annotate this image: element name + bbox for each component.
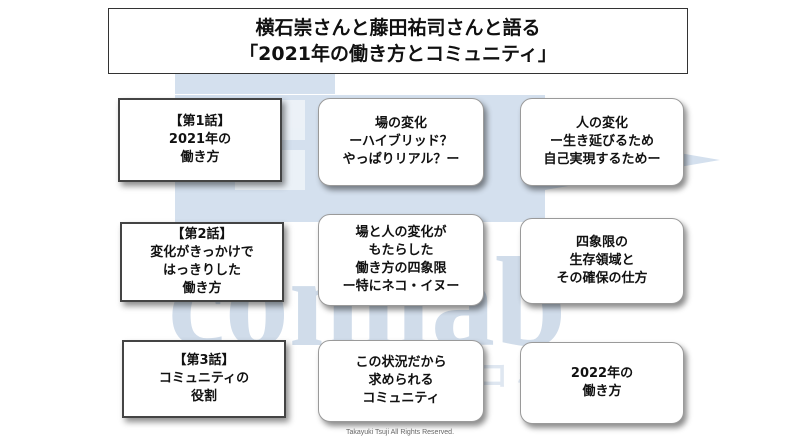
card-line: 生存領域と — [569, 253, 635, 268]
quadrant-detail-card: 四象限の 生存領域と その確保の仕方 — [520, 218, 684, 304]
card-line: 【第1話】 — [169, 114, 231, 129]
card-line: 働き方の四象限 — [355, 261, 447, 276]
card-line: やっぱりリアル？ー — [342, 152, 460, 167]
card-line: ー特にネコ・イヌー — [342, 279, 460, 294]
place-change-card: 場の変化 ーハイブリッド？ やっぱりリアル？ー — [318, 98, 484, 186]
card-line: 場の変化 — [374, 116, 427, 131]
episode-2-card: 【第2話】 変化がきっかけで はっきりした 働き方 — [120, 222, 284, 302]
card-line: 自己実現するためー — [543, 152, 661, 167]
card-line: 働き方 — [180, 150, 220, 165]
card-line: 働き方 — [182, 281, 222, 296]
card-line: はっきりした — [162, 263, 241, 278]
copyright-footer: Takayuki Tsuji All Rights Reserved. — [345, 429, 455, 436]
card-line: この状況だから — [355, 355, 447, 370]
episode-1-card: 【第1話】 2021年の 働き方 — [118, 98, 282, 182]
people-change-card: 人の変化 ー生き延びるため 自己実現するためー — [520, 98, 684, 186]
card-line: 【第2話】 — [171, 227, 233, 242]
title-line-2: 「2021年の働き方とコミュニティ」 — [239, 43, 557, 65]
card-line: ーハイブリッド？ — [349, 134, 453, 149]
card-line: 人の変化 — [575, 116, 628, 131]
card-line: 求められる — [368, 373, 434, 388]
card-line: 役割 — [190, 389, 217, 404]
card-line: 2021年の — [168, 132, 232, 147]
quadrant-card: 場と人の変化が もたらした 働き方の四象限 ー特にネコ・イヌー — [318, 214, 484, 306]
card-line: 働き方 — [582, 384, 622, 399]
episode-3-card: 【第3話】 コミュニティの 役割 — [122, 340, 286, 418]
community-card: この状況だから 求められる コミュニティ — [318, 340, 484, 422]
card-line: コミュニティの — [158, 371, 250, 386]
title-line-1: 横石崇さんと藤田祐司さんと語る — [255, 17, 541, 39]
card-line: もたらした — [368, 243, 434, 258]
card-line: 2022年の — [570, 366, 634, 381]
card-line: コミュニティ — [362, 391, 440, 406]
work-2022-card: 2022年の 働き方 — [520, 342, 684, 424]
card-line: 【第3話】 — [173, 353, 235, 368]
card-line: ー生き延びるため — [549, 134, 654, 149]
card-line: 変化がきっかけで — [150, 245, 254, 260]
card-line: 場と人の変化が — [355, 225, 447, 240]
card-line: その確保の仕方 — [556, 271, 648, 286]
card-line: 四象限の — [575, 235, 628, 250]
title-box: 横石崇さんと藤田祐司さんと語る 「2021年の働き方とコミュニティ」 — [108, 8, 688, 74]
